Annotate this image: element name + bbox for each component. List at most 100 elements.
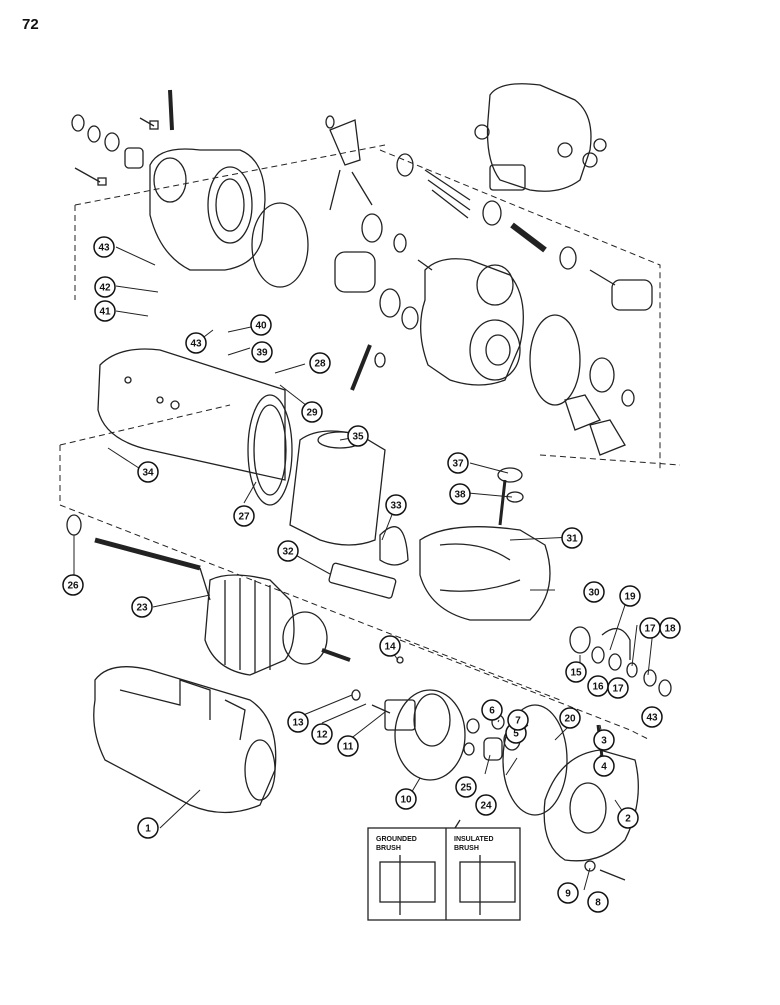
callout-circle (347, 425, 369, 447)
callout-label: 31 (566, 534, 578, 545)
callout-label: 29 (306, 408, 318, 419)
pole-shoe (289, 430, 386, 546)
callout-label: 39 (256, 348, 268, 359)
callout-circle (93, 236, 115, 258)
insulator (379, 526, 409, 566)
callout-circle (62, 574, 84, 596)
callout-circle (619, 585, 641, 607)
assembled-starter (93, 666, 277, 814)
armature (94, 537, 351, 676)
callout-label: 17 (612, 684, 624, 695)
commutator-end-frame (543, 749, 639, 862)
callout-label: 19 (624, 592, 636, 603)
callout-label: 5 (513, 729, 519, 740)
callout-label: 15 (570, 668, 582, 679)
brush-inset (367, 819, 521, 921)
callout-circle (659, 617, 681, 639)
solenoid (396, 83, 653, 311)
callout-label: 40 (255, 321, 267, 332)
page-number: 72 (22, 16, 39, 33)
callout-circle (379, 635, 401, 657)
callout-label: 12 (316, 730, 328, 741)
callout-circle (395, 788, 417, 810)
callout-circle (137, 461, 159, 483)
callout-circle (481, 699, 503, 721)
callout-circle (233, 505, 255, 527)
callout-label: 33 (390, 501, 402, 512)
pinion-drive (334, 213, 433, 330)
callout-label: 43 (98, 243, 110, 254)
top-left-hardware (71, 89, 174, 186)
callout-label: 32 (282, 547, 294, 558)
nut-washer (497, 467, 523, 483)
callout-circle (475, 794, 497, 816)
callout-label: 27 (238, 512, 250, 523)
drive-housing (149, 148, 266, 271)
callout-circle (593, 755, 615, 777)
callout-label: 23 (136, 603, 148, 614)
callout-circle (94, 276, 116, 298)
leader-lines (73, 246, 654, 891)
callout-label: 16 (592, 682, 604, 693)
field-coils (419, 479, 551, 621)
callout-label: 7 (515, 716, 521, 727)
callout-circle (277, 540, 299, 562)
callout-circle (131, 596, 153, 618)
inset-caption-grounded-1: GROUNDED (376, 836, 417, 843)
callout-circle (583, 581, 605, 603)
callout-label: 24 (480, 801, 492, 812)
callout-circle (251, 341, 273, 363)
callout-label: 42 (99, 283, 111, 294)
callout-circle (607, 677, 629, 699)
lever-housing (350, 258, 635, 456)
terminal-hardware (569, 626, 672, 697)
brush-plate (351, 656, 466, 781)
callout-circle (641, 706, 663, 728)
callout-label: 43 (190, 339, 202, 350)
callout-circle (617, 807, 639, 829)
callout-circle (565, 661, 587, 683)
pole-shoe-strip (328, 562, 397, 599)
inset-caption-insulated-1: INSULATED (454, 836, 494, 843)
gasket-ring (251, 202, 309, 288)
callout-label: 35 (352, 432, 364, 443)
callout-label: 11 (343, 742, 354, 753)
callout-label: 3 (601, 736, 607, 747)
callout-circle (455, 776, 477, 798)
callout-circle (287, 711, 309, 733)
callout-label: 20 (564, 714, 576, 725)
callout-label: 9 (565, 889, 571, 900)
callout-label: 43 (646, 713, 658, 724)
callout-label: 17 (644, 624, 656, 635)
callout-circle (94, 300, 116, 322)
callout-circle (507, 709, 529, 731)
field-frame (97, 348, 293, 506)
callout-label: 41 (99, 307, 111, 318)
thrust-washer (66, 514, 82, 536)
callout-label: 25 (460, 783, 472, 794)
callout-label: 2 (625, 814, 631, 825)
callout-label: 38 (454, 490, 466, 501)
callout-circle (309, 352, 331, 374)
callout-label: 8 (595, 898, 601, 909)
callout-label: 4 (601, 762, 607, 773)
assembly-guide-lines (59, 144, 681, 741)
callout-circle (587, 891, 609, 913)
inset-caption-insulated-2: BRUSH (454, 845, 479, 852)
callout-label: 6 (489, 706, 495, 717)
callout-label: 10 (400, 795, 412, 806)
callout-label: 1 (145, 824, 151, 835)
callout-circle (311, 723, 333, 745)
callout-label: 18 (664, 624, 676, 635)
o-ring-end (502, 704, 568, 816)
callout-label: 28 (314, 359, 326, 370)
callout-label: 30 (588, 588, 600, 599)
callout-label: 37 (452, 459, 464, 470)
callout-circle (301, 401, 323, 423)
callout-circle (250, 314, 272, 336)
callout-circle (559, 707, 581, 729)
callout-circle (557, 882, 579, 904)
